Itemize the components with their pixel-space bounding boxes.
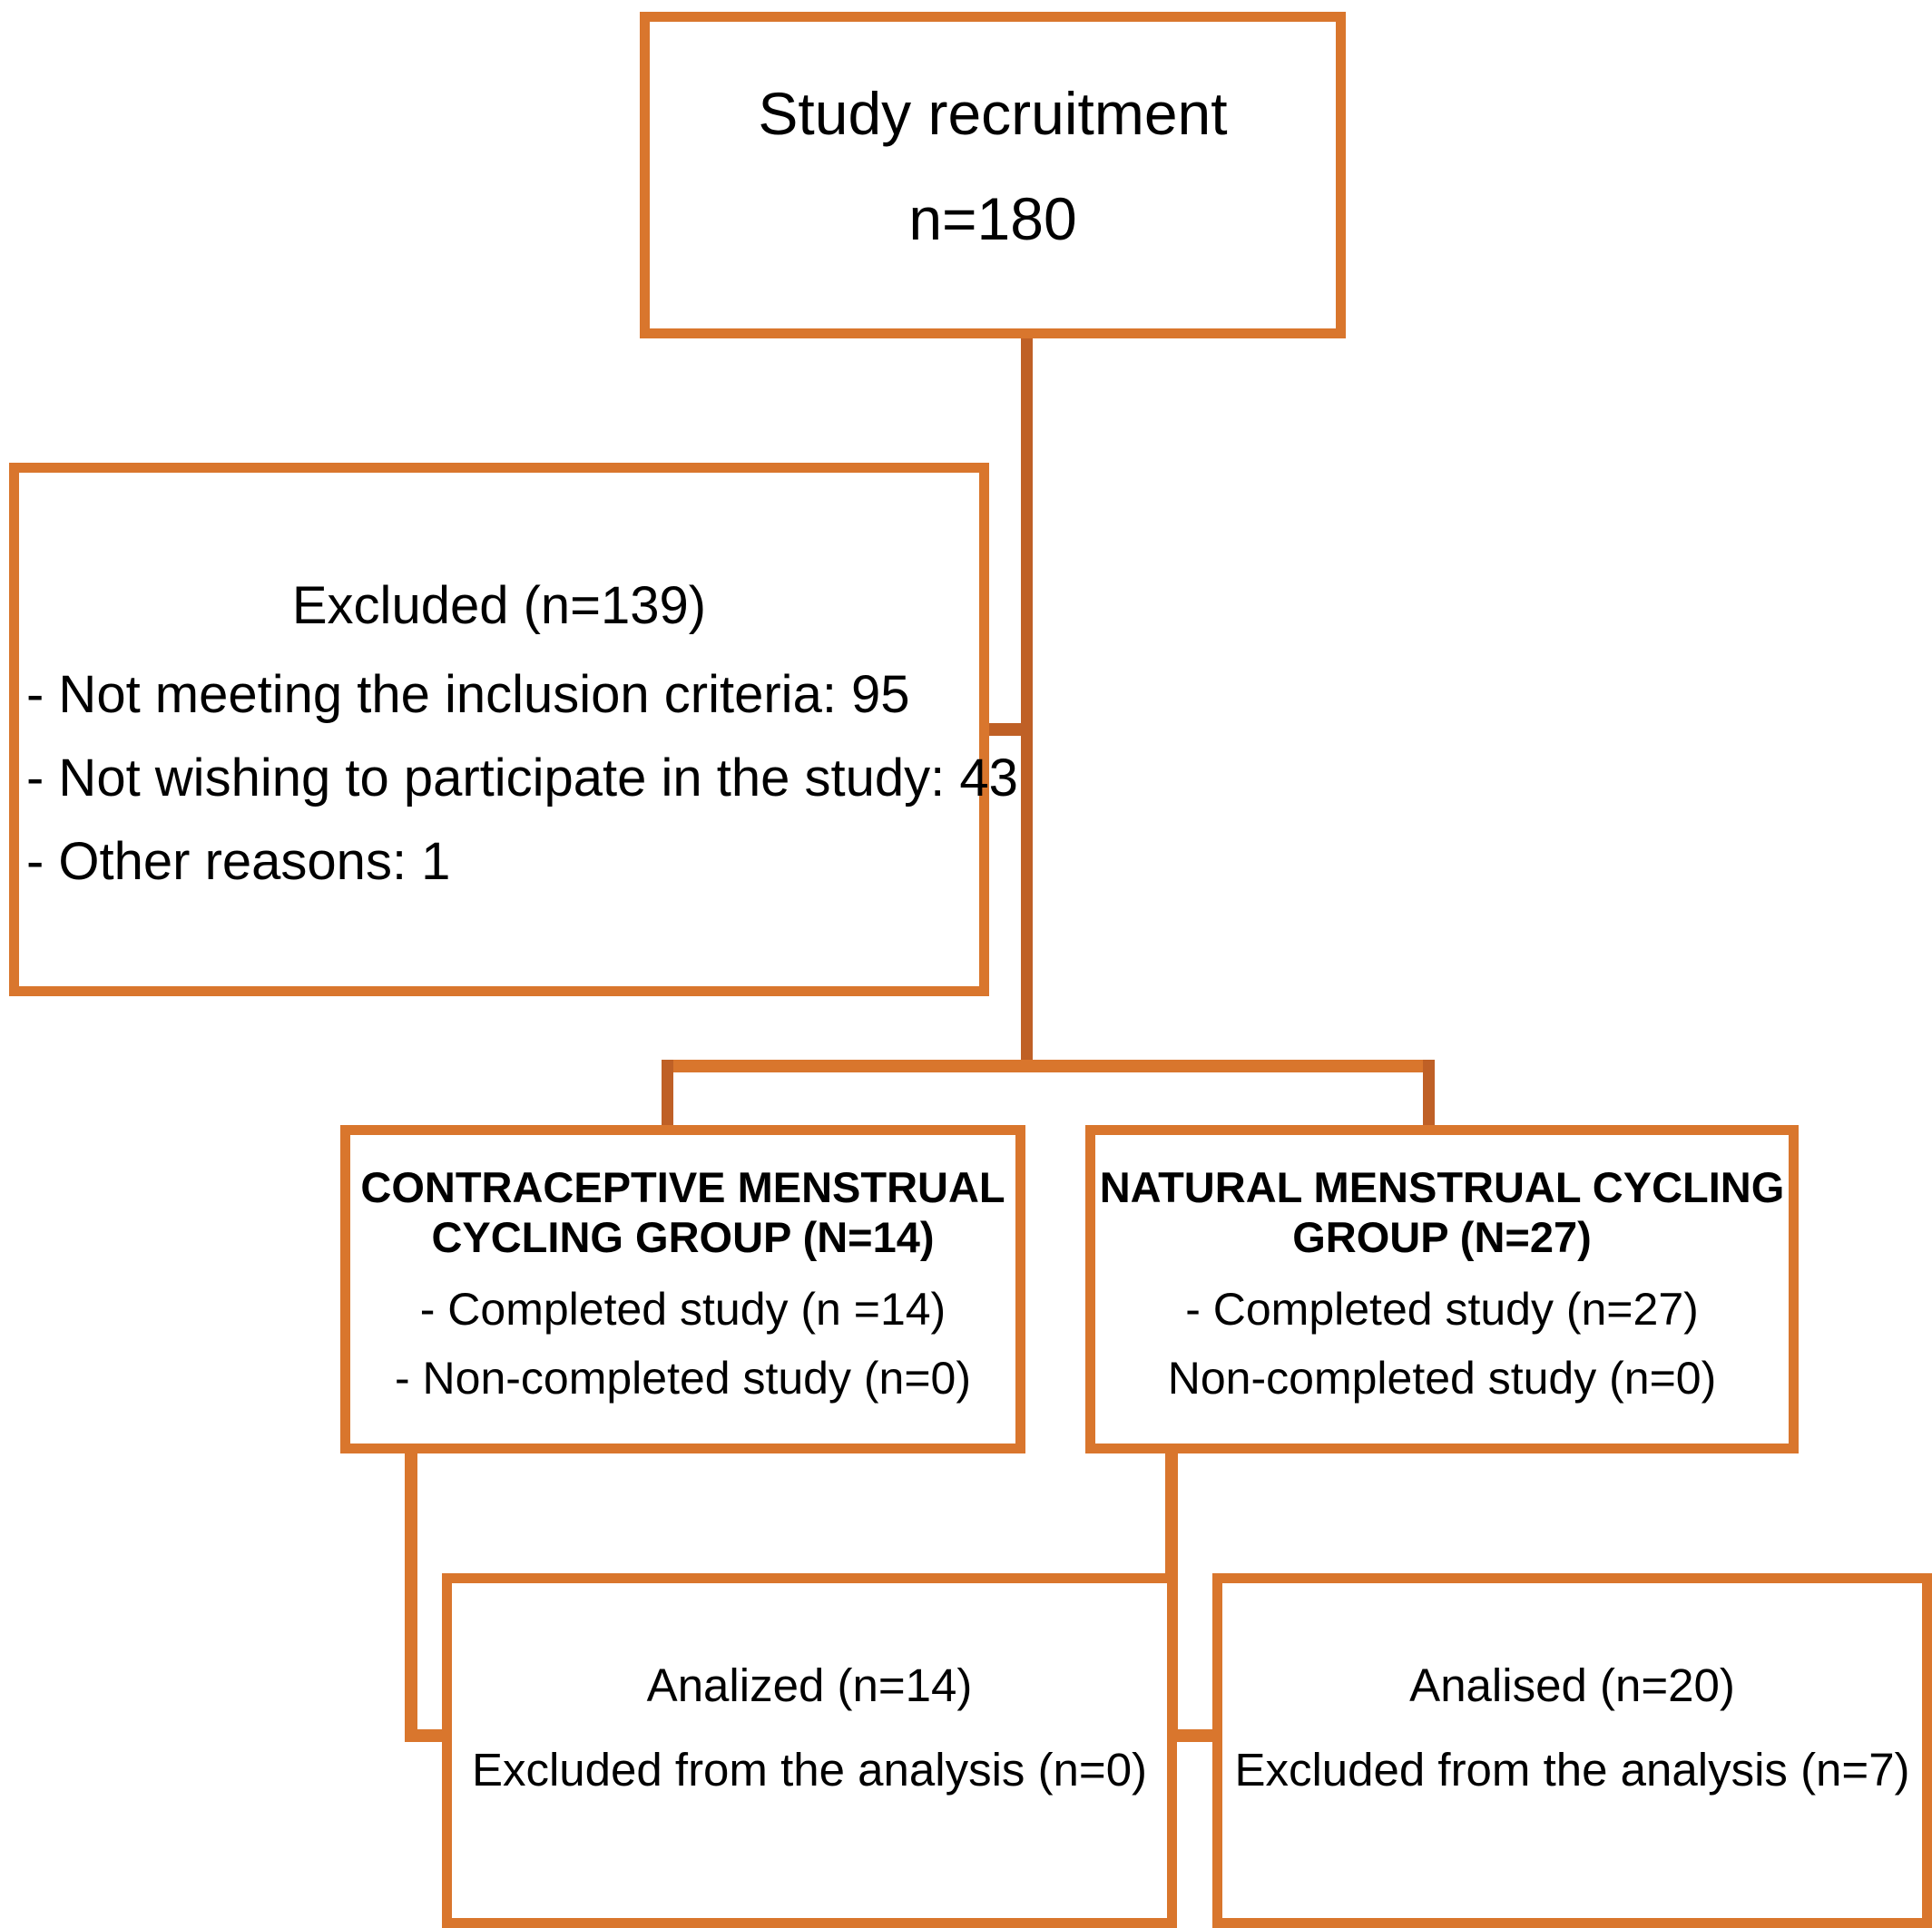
analysis-left-excluded: Excluded from the analysis (n=0) (471, 1743, 1148, 1796)
connector-branch-right-drop (1423, 1060, 1435, 1132)
connector-left-analysis-elbow (405, 1729, 453, 1742)
group-natural-completed: - Completed study (n=27) (1185, 1283, 1699, 1335)
group-contraceptive-completed: - Completed study (n =14) (419, 1283, 946, 1335)
group-contraceptive-title-line-1: CONTRACEPTIVE MENSTRUAL (360, 1163, 1005, 1211)
node-study-recruitment: Study recruitment n=180 (640, 12, 1346, 338)
connector-excluded-stub (978, 723, 1025, 736)
recruitment-title: Study recruitment (758, 80, 1228, 147)
node-excluded: Excluded (n=139) - Not meeting the inclu… (9, 463, 1018, 996)
recruitment-count: n=180 (908, 185, 1077, 252)
node-analysis-contraceptive: Analized (n=14) Excluded from the analys… (442, 1573, 1177, 1928)
group-contraceptive-title-line-2: CYCLING GROUP (N=14) (431, 1213, 935, 1262)
node-analysis-natural: Analised (n=20) Excluded from the analys… (1212, 1573, 1932, 1928)
analysis-right-excluded: Excluded from the analysis (n=7) (1234, 1743, 1910, 1796)
connector-trunk-vertical (1021, 338, 1033, 1063)
group-natural-title-line-1: NATURAL MENSTRUAL CYCLING (1099, 1163, 1785, 1211)
excluded-title: Excluded (n=139) (291, 576, 707, 635)
group-contraceptive-non-completed: - Non-completed study (n=0) (394, 1352, 971, 1404)
node-group-natural: NATURAL MENSTRUAL CYCLING GROUP (N=27) -… (1085, 1125, 1799, 1453)
connector-left-analysis-vertical (405, 1447, 417, 1742)
group-natural-non-completed: Non-completed study (n=0) (1167, 1352, 1717, 1404)
analysis-left-analyzed: Analized (n=14) (646, 1659, 973, 1711)
excluded-reason-not-wishing: - Not wishing to participate in the stud… (26, 749, 1018, 807)
analysis-right-analyzed: Analised (n=20) (1409, 1659, 1735, 1711)
connector-right-analysis-elbow (1165, 1729, 1220, 1742)
group-natural-title-line-2: GROUP (N=27) (1292, 1213, 1592, 1262)
node-group-contraceptive: CONTRACEPTIVE MENSTRUAL CYCLING GROUP (N… (340, 1125, 1025, 1453)
connector-branch-left-drop (662, 1060, 673, 1132)
excluded-reason-not-meeting-inclusion: - Not meeting the inclusion criteria: 95 (26, 665, 910, 724)
connector-branch-bar (662, 1060, 1435, 1072)
excluded-reason-other: - Other reasons: 1 (26, 832, 451, 891)
